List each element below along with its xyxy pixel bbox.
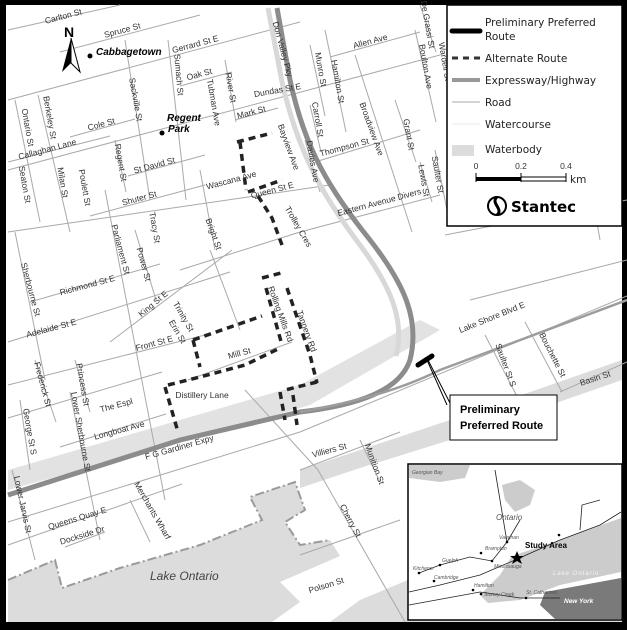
stantec-logo: Stantec <box>487 195 576 217</box>
callout-line1: Preliminary <box>460 404 521 416</box>
regent-park-dot <box>159 130 165 136</box>
callout-line2: Preferred Route <box>460 420 543 432</box>
inset-study-area: Study Area <box>525 541 567 550</box>
callout-leader <box>426 359 452 406</box>
legend-preferred-line2: Route <box>485 31 515 43</box>
legend-expressway: Expressway/Highway <box>485 75 596 87</box>
rail-corridor <box>8 320 440 490</box>
scale-unit: km <box>570 174 586 186</box>
inset-map: Georgian Bay Ontario Study Area Lake Ont… <box>407 463 623 621</box>
legend-preferred-line1: Preliminary Preferred <box>485 17 596 29</box>
street-label: Sumach St <box>172 54 186 97</box>
inset-city: Vaughan <box>499 535 519 541</box>
scale-tick-1: 0.2 <box>515 161 527 171</box>
scale-bar: 0 0.2 0.4 km <box>474 161 587 186</box>
legend-waterbody: Waterbody <box>485 144 542 156</box>
inset-georgian-bay: Georgian Bay <box>412 470 443 476</box>
legend-alternate: Alternate Route <box>485 53 567 65</box>
expressways <box>7 7 627 498</box>
inset-city: Guelph <box>442 558 458 564</box>
inset-new-york: New York <box>564 598 594 605</box>
inset-city: Kitchener <box>413 566 434 572</box>
inset-city: St. Catharines <box>526 590 558 596</box>
study-area-star-icon <box>510 551 524 564</box>
roads <box>7 4 627 623</box>
inset-city: Cambridge <box>434 575 459 581</box>
callout-box <box>449 394 558 441</box>
inset-city: Stoney Creek <box>484 592 515 598</box>
scale-tick-2: 0.4 <box>560 161 572 171</box>
north-arrow-icon: N <box>62 24 81 74</box>
inset-city: Hamilton <box>474 583 494 589</box>
alternate-route <box>163 131 319 433</box>
preferred-route <box>415 353 435 368</box>
place-park: Park <box>168 124 190 135</box>
legend-watercourse: Watercourse <box>485 119 551 131</box>
legend-road: Road <box>485 97 511 109</box>
scale-tick-0: 0 <box>474 161 479 171</box>
cabbagetown-dot <box>87 53 93 59</box>
inset-city: Mississauga <box>494 564 522 570</box>
shoreline <box>7 480 331 590</box>
street-label: Distillery Lane <box>175 390 229 400</box>
legend-symbol-waterbody <box>452 145 474 156</box>
inset-lake-ontario: Lake Ontario <box>553 571 599 577</box>
place-lake-ontario: Lake Ontario <box>150 569 219 583</box>
place-cabbagetown: Cabbagetown <box>96 47 162 58</box>
inset-ontario: Ontario <box>496 513 523 522</box>
legend: Preliminary Preferred Route Alternate Ro… <box>446 4 623 227</box>
logo-text: Stantec <box>511 198 576 216</box>
place-regent: Regent <box>167 113 202 124</box>
north-label: N <box>64 24 74 40</box>
inset-city: Brampton <box>485 546 507 552</box>
